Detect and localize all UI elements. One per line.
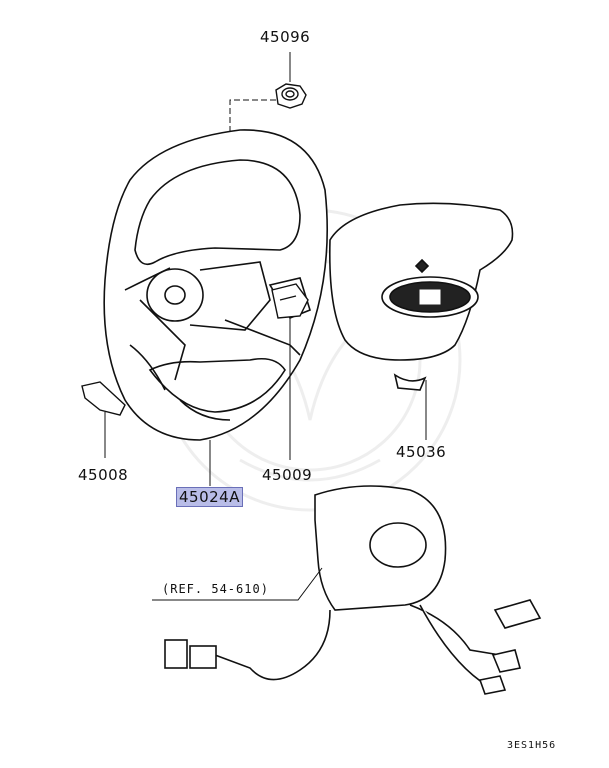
switch-45009-icon	[271, 283, 309, 319]
nut-45096-icon	[275, 83, 307, 109]
dashed-center-line	[229, 99, 276, 300]
drawing-code: 3ES1H56	[507, 740, 557, 751]
pad-cover-45036-icon	[328, 202, 514, 391]
clock-spring-icon	[164, 485, 542, 695]
part-label-pad-cover: 45036	[396, 443, 447, 461]
reference-label: (REF. 54-610)	[162, 582, 269, 596]
leader-ref	[152, 567, 323, 601]
part-label-trim-cover: 45008	[78, 466, 129, 484]
part-label-steering-wheel[interactable]: 45024A	[176, 487, 243, 507]
trim-cover-45008-icon	[81, 381, 126, 416]
steering-wheel-icon	[103, 129, 329, 441]
part-label-nut: 45096	[260, 28, 311, 46]
part-label-switch: 45009	[262, 466, 313, 484]
